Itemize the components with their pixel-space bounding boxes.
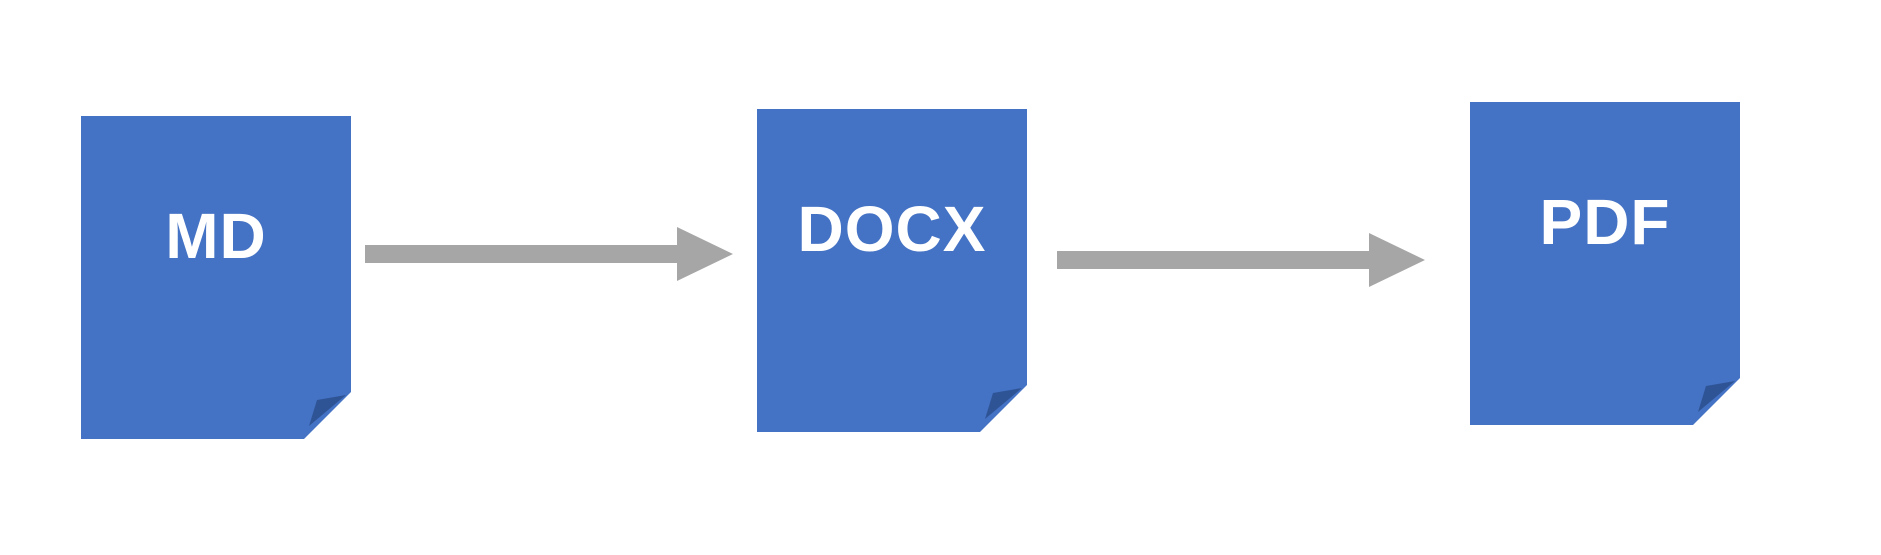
document-icon: [757, 109, 1027, 432]
right-arrow-icon: [1057, 233, 1425, 287]
document-body: [757, 109, 1027, 432]
file-node-pdf: PDF: [1470, 102, 1740, 425]
document-body: [1470, 102, 1740, 425]
node-label-md: MD: [165, 199, 267, 272]
node-label-pdf: PDF: [1539, 185, 1671, 258]
arrow-docx-to-pdf: [1057, 233, 1425, 287]
file-node-docx: DOCX: [757, 109, 1027, 432]
document-icon: [1470, 102, 1740, 425]
folded-corner-icon: [985, 388, 1022, 419]
folded-corner-icon: [1698, 381, 1735, 412]
file-node-md: MD: [81, 116, 351, 439]
folded-corner-icon: [309, 395, 346, 426]
document-body: [81, 116, 351, 439]
right-arrow-icon: [365, 227, 733, 281]
document-icon: [81, 116, 351, 439]
arrow-md-to-docx: [365, 227, 733, 281]
node-label-docx: DOCX: [797, 192, 987, 265]
